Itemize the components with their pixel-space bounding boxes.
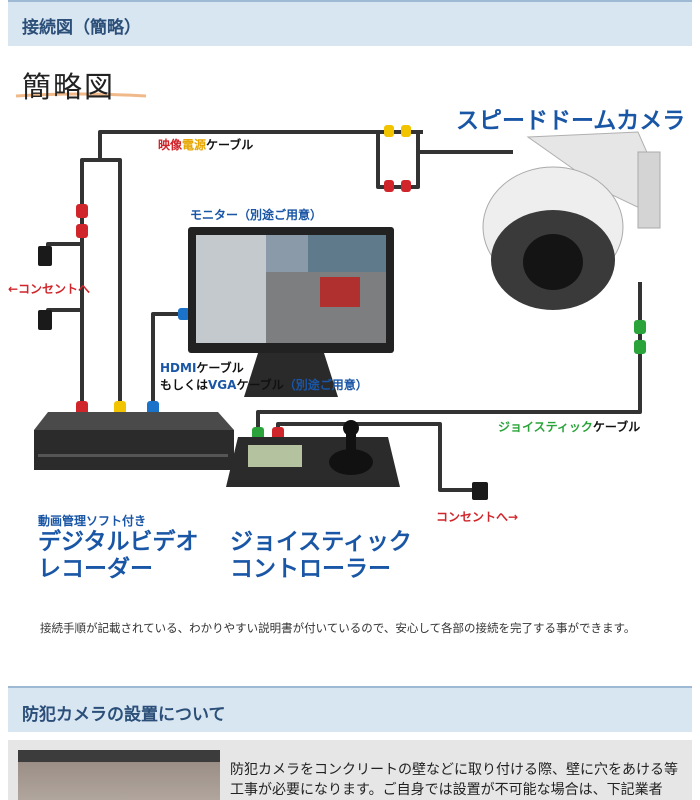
monitor-label: モニター（別途ご用意） (190, 208, 323, 222)
diagram-heading: 簡略図 (22, 70, 116, 104)
recorder-device (34, 412, 234, 470)
cable-split (376, 132, 420, 189)
controller-device (226, 420, 400, 487)
recorder-power-cable (80, 158, 100, 404)
outlet-cable-left-upper (46, 242, 82, 262)
installation-panel: 防犯カメラをコンクリートの壁などに取り付ける際、壁に穴をあける等工事が必要になり… (8, 740, 692, 800)
section-title: 接続図（簡略） (22, 18, 141, 38)
connection-diagram: 簡略図 スピードドームカメラ 映像電源ケーブル モニター（別途ご用意） ←コンセ… (8, 52, 692, 612)
diagram-caption: 接続手順が記載されている、わかりやすい説明書が付いているので、安心して各部の接続… (40, 621, 636, 635)
section-header-connection: 接続図（簡略） (8, 0, 692, 46)
outlet-left-label: ←コンセントへ (8, 282, 91, 296)
camera-title: スピードドームカメラ (456, 108, 686, 134)
installation-photo (18, 750, 220, 800)
power-cable-label: 映像電源ケーブル (158, 138, 254, 152)
outlet-cable-left-lower (46, 308, 82, 322)
dome-camera (482, 131, 661, 310)
recorder-label: 動画管理ソフト付き デジタルビデオ レコーダー (38, 514, 199, 582)
joystick-cable-label: ジョイスティックケーブル (498, 420, 641, 434)
installation-text: 防犯カメラをコンクリートの壁などに取り付ける際、壁に穴をあける等工事が必要になり… (230, 762, 678, 798)
hdmi-cable (151, 312, 186, 408)
cables (46, 130, 642, 492)
controller-label: ジョイスティック コントローラー (230, 529, 412, 582)
section-title: 防犯カメラの設置について (22, 705, 226, 725)
monitor (188, 227, 394, 397)
section-header-installation: 防犯カメラの設置について (8, 686, 692, 732)
outlet-right-label: コンセントへ→ (436, 510, 519, 524)
connector-markers (76, 125, 646, 440)
heading-underline (15, 92, 147, 98)
diagram-graphic (15, 92, 661, 500)
hdmi-cable-label: HDMIケーブル もしくはVGAケーブル（別途ご用意） (160, 361, 368, 392)
power-plugs (38, 246, 488, 500)
